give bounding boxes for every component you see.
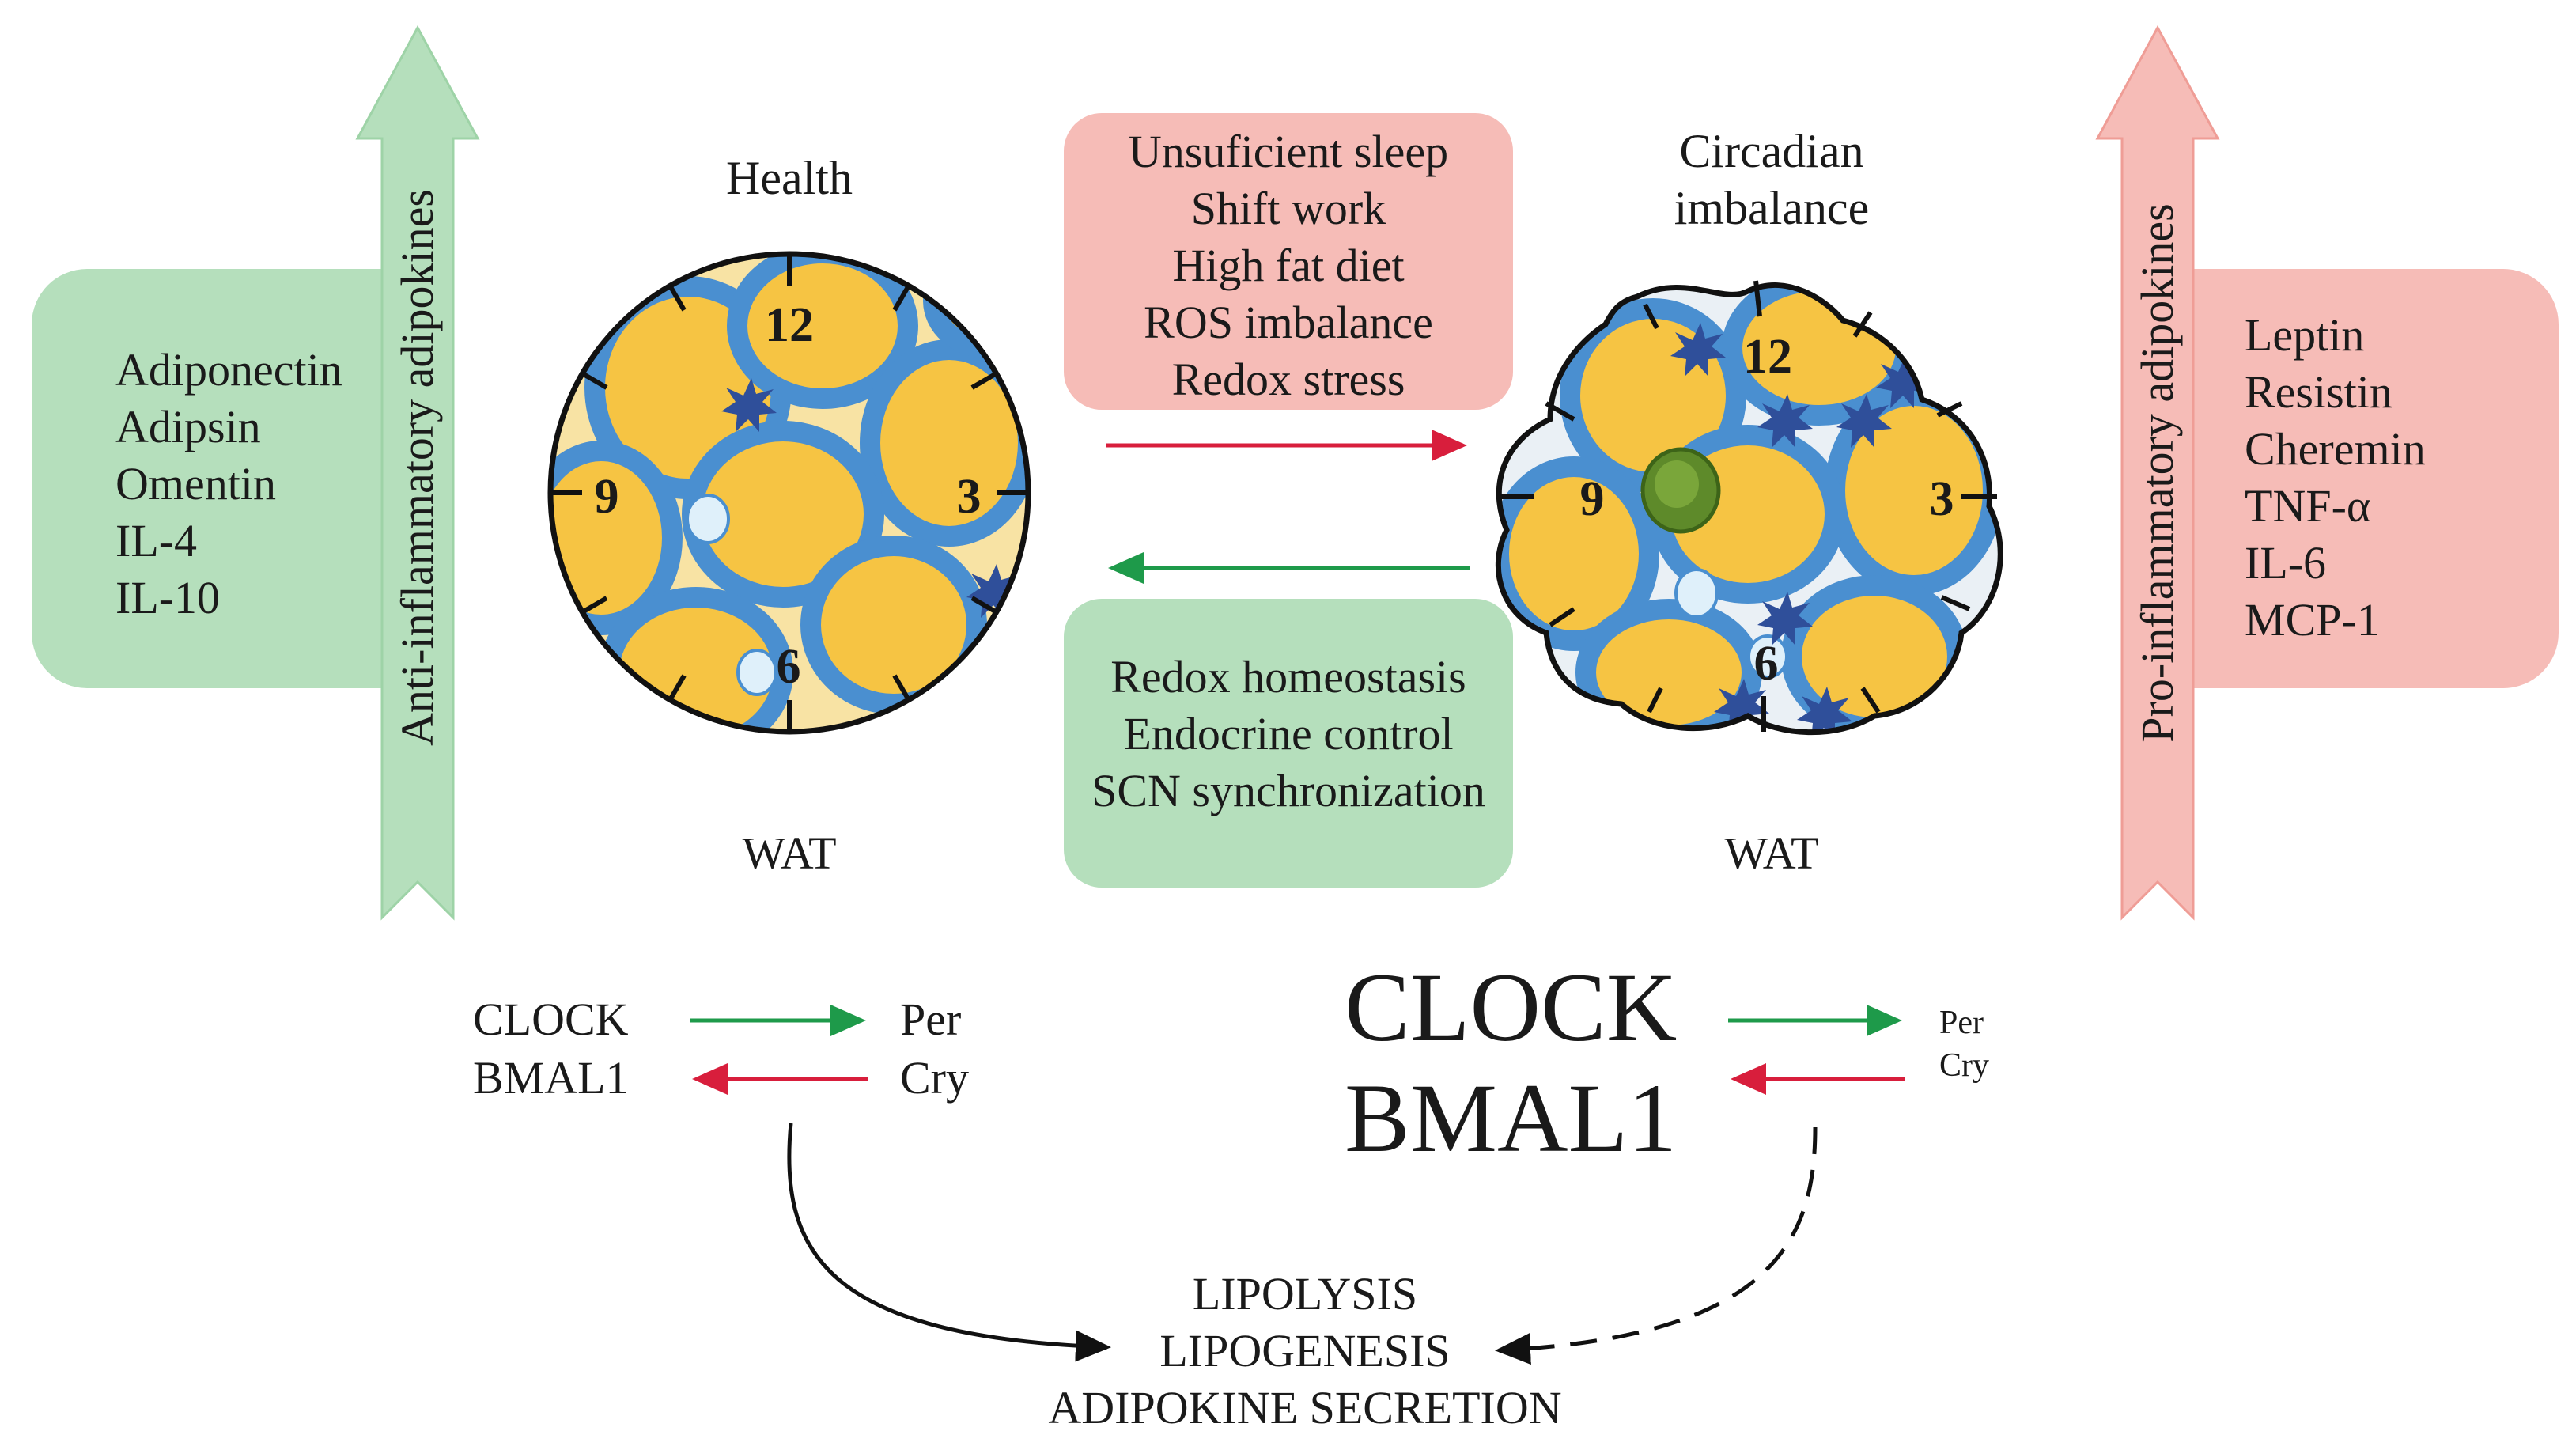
healthy-output-arrow <box>787 1123 1111 1362</box>
anti-inflammatory-box <box>32 269 451 688</box>
health-title: Health <box>726 152 853 204</box>
restorer-item: Redox homeostasis <box>1110 651 1466 702</box>
imbalance-title-line: imbalance <box>1674 182 1870 234</box>
pro-inflammatory-list: Leptin Resistin Cheremin TNF-α IL-6 MCP-… <box>2245 307 2506 649</box>
imbalanced-clock-ticks <box>1499 280 1997 732</box>
imbalanced-clock-12: 12 <box>1743 330 1792 384</box>
anti-item: IL-4 <box>115 515 198 566</box>
disruptor-item: Unsuficient sleep <box>1128 126 1449 177</box>
anti-inflammatory-list: Adiponectin Adipsin Omentin IL-4 IL-10 <box>115 342 376 627</box>
outputs-list: LIPOLYSIS LIPOGENESIS ADIPOKINE SECRETIO… <box>981 1266 1629 1437</box>
pro-inflammatory-box <box>2128 269 2559 688</box>
restorers-box <box>1064 599 1513 888</box>
output-item: LIPOGENESIS <box>1159 1325 1451 1376</box>
output-item: ADIPOKINE SECRETION <box>1048 1382 1562 1433</box>
disruptor-item: Shift work <box>1190 183 1386 234</box>
left-per-label: Per <box>900 994 962 1045</box>
disruptors-list: Unsuficient sleep Shift work High fat di… <box>1064 123 1513 408</box>
disruptor-item: ROS imbalance <box>1144 297 1433 348</box>
left-bmal1-label: BMAL1 <box>473 1052 629 1104</box>
pro-item: IL-6 <box>2245 537 2327 589</box>
imbalance-title-line: Circadian <box>1679 125 1864 177</box>
pro-item: Leptin <box>2245 309 2365 361</box>
disruptor-item: High fat diet <box>1172 240 1405 291</box>
imbalanced-clock-3: 3 <box>1929 472 1954 526</box>
restorer-item: SCN synchronization <box>1091 765 1485 816</box>
imbalance-title: Circadian imbalance <box>1613 123 1930 237</box>
anti-item: IL-10 <box>115 572 221 623</box>
right-bmal1-label: BMAL1 <box>1345 1064 1678 1172</box>
imbalanced-clock-9: 9 <box>1579 472 1605 526</box>
restorer-item: Endocrine control <box>1123 708 1454 759</box>
left-cry-label: Cry <box>900 1052 969 1104</box>
healthy-clock-ticks <box>550 254 1028 732</box>
healthy-clock-12: 12 <box>765 298 814 352</box>
health-tissue-label: WAT <box>742 827 837 879</box>
pro-inflammatory-label: Pro-inflammatory adipokines <box>2132 203 2183 743</box>
healthy-clock-9: 9 <box>594 470 619 524</box>
anti-inflammatory-label: Anti-inflammatory adipokines <box>392 189 443 746</box>
right-per-label: Per <box>1939 1005 1984 1041</box>
right-clock-label: CLOCK <box>1345 953 1678 1062</box>
anti-inflammatory-arrow <box>355 25 480 921</box>
healthy-clock-6: 6 <box>776 640 801 694</box>
pro-item: Cheremin <box>2245 423 2426 475</box>
pro-item: Resistin <box>2245 366 2393 418</box>
anti-item: Adiponectin <box>115 344 342 396</box>
left-clock-label: CLOCK <box>473 994 629 1045</box>
imbalance-output-arrow <box>1495 1126 1818 1365</box>
pro-item: MCP-1 <box>2245 594 2380 645</box>
imbalance-tissue-label: WAT <box>1724 827 1819 879</box>
disruptor-item: Redox stress <box>1171 354 1405 405</box>
disruptors-box <box>1064 113 1513 410</box>
imbalanced-clock-6: 6 <box>1753 637 1779 691</box>
output-item: LIPOLYSIS <box>1192 1268 1418 1319</box>
anti-item: Omentin <box>115 458 276 509</box>
right-cry-label: Cry <box>1939 1047 1989 1084</box>
restorers-list: Redox homeostasis Endocrine control SCN … <box>1064 649 1513 820</box>
pro-inflammatory-arrow <box>2095 25 2220 921</box>
pro-item: TNF-α <box>2245 480 2371 532</box>
healthy-clock-3: 3 <box>956 470 982 524</box>
anti-item: Adipsin <box>115 401 261 452</box>
